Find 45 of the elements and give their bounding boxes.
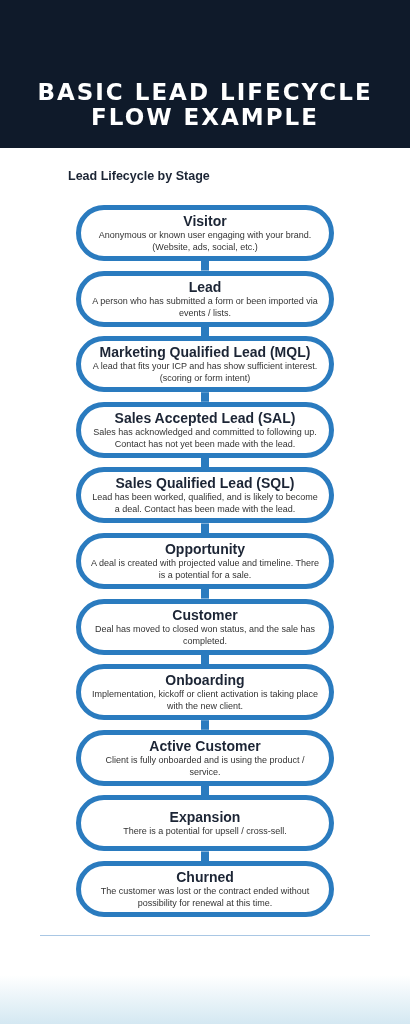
connector-bar: [201, 326, 209, 337]
stage-pill: [76, 467, 334, 524]
stage-description: Sales has acknowledged and committed to following up. Contact has not yet been made with the lead.: [92, 426, 318, 450]
stage-title: Customer: [172, 606, 238, 623]
connector-bar: [201, 654, 209, 665]
connector-bar: [201, 261, 209, 271]
stage-title: Active Customer: [149, 737, 261, 754]
stage-pill: [76, 664, 334, 721]
connector-bar: [201, 720, 209, 730]
stage-description: Client is fully onboarded and is using the product / service.: [104, 753, 306, 778]
stage-description: Anonymous or known user engaging with your brand. (Website, ads, social, etc.): [97, 229, 313, 253]
stage-title: Onboarding: [165, 672, 245, 689]
stage-pill: [76, 336, 334, 393]
stage-description: A person who has submitted a form or been imported via events / lists.: [91, 294, 319, 319]
stage-description: There is a potential for upsell / cross-sell.: [123, 825, 287, 838]
stage-title: Visitor: [183, 213, 227, 229]
connector-bar: [201, 457, 209, 468]
stage-title: Sales Accepted Lead (SAL): [114, 409, 296, 426]
stage-title: Sales Qualified Lead (SQL): [115, 475, 295, 492]
stage-title: Expansion: [169, 809, 241, 826]
stage-pill: [76, 598, 334, 655]
stage-pill: [76, 205, 334, 261]
connector-bar: [201, 523, 209, 533]
stage-title: Marketing Qualified Lead (MQL): [99, 344, 311, 361]
connector-bar: [201, 785, 209, 796]
stage-title: Lead: [188, 278, 222, 295]
stage-description: A lead that fits your ICP and has show sufficient interest. (scoring or form intent): [91, 360, 319, 385]
stage-pill: [76, 861, 334, 917]
connector-bar: [201, 851, 209, 861]
stage-pill: [76, 533, 334, 589]
stage-pill: [76, 270, 334, 327]
stage-pill: [76, 795, 334, 852]
stage-title: Churned: [176, 869, 234, 885]
stage-description: Lead has been worked, qualified, and is likely to become a deal. Contact has been made with the lead.: [91, 491, 319, 516]
stage-description: The customer was lost or the contract ended without possibility for renewal at this time.: [99, 885, 311, 909]
stage-pill: [76, 401, 334, 458]
title: BASIC LEAD LIFECYCLE FLOW EXAMPLE: [36, 80, 374, 130]
stage-description: Deal has moved to closed won status, and the sale has completed.: [93, 622, 317, 647]
stage-pill: [76, 729, 334, 786]
stage-description: A deal is created with projected value and timeline. There is a potential for a sale.: [91, 557, 319, 581]
stage-title: Opportunity: [164, 541, 246, 557]
connector-bar: [201, 589, 209, 599]
connector-bar: [201, 392, 209, 402]
stage-description: Implementation, kickoff or client activation is taking place with the new client.: [91, 688, 319, 713]
section-heading: Lead Lifecycle by Stage: [68, 169, 210, 183]
